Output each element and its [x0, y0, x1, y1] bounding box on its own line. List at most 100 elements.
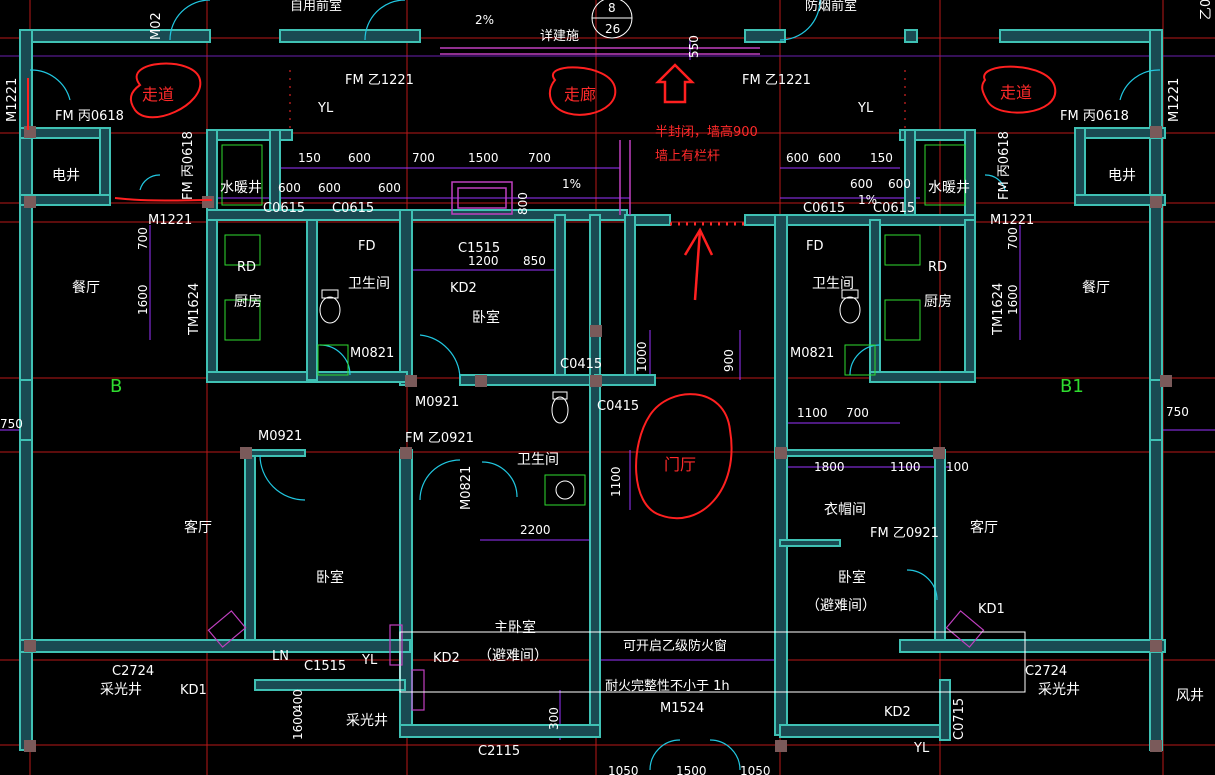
dim-600-r2: 600	[818, 151, 841, 165]
room-living-right: 客厅	[970, 519, 998, 536]
dim-700-c: 700	[846, 406, 869, 420]
dim-700-v: 700	[136, 227, 150, 250]
dim-550: 550	[687, 35, 701, 58]
m1221-top-right: M1221	[1167, 78, 1182, 122]
dim-600-r3: 600	[850, 177, 873, 191]
c0615-1: C0615	[263, 201, 305, 216]
dim-1050-b: 1050	[740, 764, 771, 775]
rd-left: RD	[237, 260, 256, 275]
kd1-left: KD1	[180, 683, 207, 698]
vent-hatches	[207, 610, 985, 711]
dim-800: 800	[516, 192, 530, 215]
fixtures	[221, 144, 966, 506]
fm-z0921-right: FM 乙0921	[870, 526, 939, 541]
fm-z0921-left: FM 乙0921	[405, 431, 474, 446]
room-master: 主卧室	[494, 619, 536, 636]
kd1-right: KD1	[978, 602, 1005, 617]
m0821-vertical: M0821	[459, 466, 474, 510]
walls	[19, 29, 1166, 751]
dim-400: 400	[291, 689, 305, 712]
room-bath-left: 卫生间	[348, 276, 390, 292]
dim-1800: 1800	[814, 460, 845, 474]
slope-2: 1%	[858, 193, 877, 207]
dim-850: 850	[523, 254, 546, 268]
dim-700-b: 700	[528, 151, 551, 165]
kd2-1: KD2	[450, 281, 477, 296]
fixtures-white	[319, 289, 861, 500]
dim-900: 900	[722, 349, 736, 372]
c2724-right: C2724	[1025, 664, 1067, 679]
fm-b0618-left: FM 丙0618	[55, 109, 124, 124]
room-lightwell-right: 采光井	[1038, 682, 1080, 698]
c2724-left: C2724	[112, 664, 154, 679]
markup-note-line2: 墙上有栏杆	[655, 149, 720, 164]
dim-1500: 1500	[468, 151, 499, 165]
dim-1600-v: 1600	[136, 284, 150, 315]
fd-right: FD	[806, 239, 824, 254]
c1515-bottom: C1515	[304, 659, 346, 674]
dim-750-right: 750	[1166, 405, 1189, 419]
m0821-left: M0821	[350, 346, 394, 361]
m0821-right: M0821	[790, 346, 834, 361]
markup-corridor-right: 走道	[1000, 83, 1032, 102]
kd2-2: KD2	[433, 651, 460, 666]
top-left-room: 自用前室	[290, 0, 342, 14]
c0715: C0715	[952, 698, 967, 740]
dim-600-b: 600	[278, 181, 301, 195]
detail-circle-bottom: 26	[605, 22, 620, 36]
dimension-guides	[0, 40, 1215, 740]
yl-4: YL	[913, 741, 930, 756]
fm-b0618-left-vertical: FM 丙0618	[181, 131, 196, 200]
c1515: C1515	[458, 241, 500, 256]
room-living-left: 客厅	[184, 519, 212, 536]
c2115: C2115	[478, 744, 520, 759]
markup-corridor-mid: 走廊	[564, 85, 596, 104]
room-bedroom-center: 卧室	[472, 309, 500, 326]
room-dining-left: 餐厅	[72, 280, 100, 296]
dim-1500-b: 1500	[676, 764, 707, 775]
markup-arrows	[654, 63, 714, 301]
dim-1100-a: 1100	[797, 406, 828, 420]
room-bath-center: 卫生间	[517, 452, 559, 468]
c0415-1: C0415	[560, 357, 602, 372]
dim-600-d: 600	[378, 181, 401, 195]
c0615-3: C0615	[803, 201, 845, 216]
room-shaft-right: 风井	[1176, 688, 1204, 704]
room-bedroom-right: 卧室	[838, 569, 866, 586]
dim-700-rv: 700	[1006, 227, 1020, 250]
dim-1050: 1050	[608, 764, 639, 775]
room-lightwell-mid: 采光井	[346, 713, 388, 729]
dim-1000: 1000	[635, 341, 649, 372]
fm-b0618-right-vertical: FM 丙0618	[997, 131, 1012, 200]
room-bedroom-right-sub: （避难间）	[806, 598, 876, 614]
yl-3: YL	[361, 653, 378, 668]
slope-1: 1%	[562, 177, 581, 191]
c0415-2: C0415	[597, 399, 639, 414]
m1221-right: M1221	[990, 213, 1034, 228]
dim-100: 100	[946, 460, 969, 474]
room-kitchen-right: 厨房	[924, 294, 952, 310]
m1221-left: M1221	[148, 213, 192, 228]
dim-600-r1: 600	[786, 151, 809, 165]
dim-700-a: 700	[412, 151, 435, 165]
room-dining-right: 餐厅	[1082, 280, 1110, 296]
room-bedroom-left: 卧室	[316, 569, 344, 586]
z02-label: 乙02	[1199, 0, 1214, 20]
unit-label-right: B1	[1060, 376, 1084, 397]
tm1624-left: TM1624	[187, 283, 202, 336]
yl-2: YL	[857, 101, 874, 116]
ln-label: LN	[272, 649, 289, 664]
markup-note-line1: 半封闭，墙高900	[655, 124, 758, 140]
m1221-top-left: M1221	[5, 78, 20, 122]
kd2-3: KD2	[884, 705, 911, 720]
dim-150-left: 150	[298, 151, 321, 165]
yl-1: YL	[317, 101, 334, 116]
detail-ref: 详建施	[540, 29, 579, 44]
room-kitchen-left: 厨房	[234, 294, 262, 310]
dim-1600-b: 1600	[291, 709, 305, 740]
top-right-room: 防烟前室	[805, 0, 857, 14]
markup-foyer: 门厅	[664, 455, 696, 474]
slope-top: 2%	[475, 13, 494, 27]
